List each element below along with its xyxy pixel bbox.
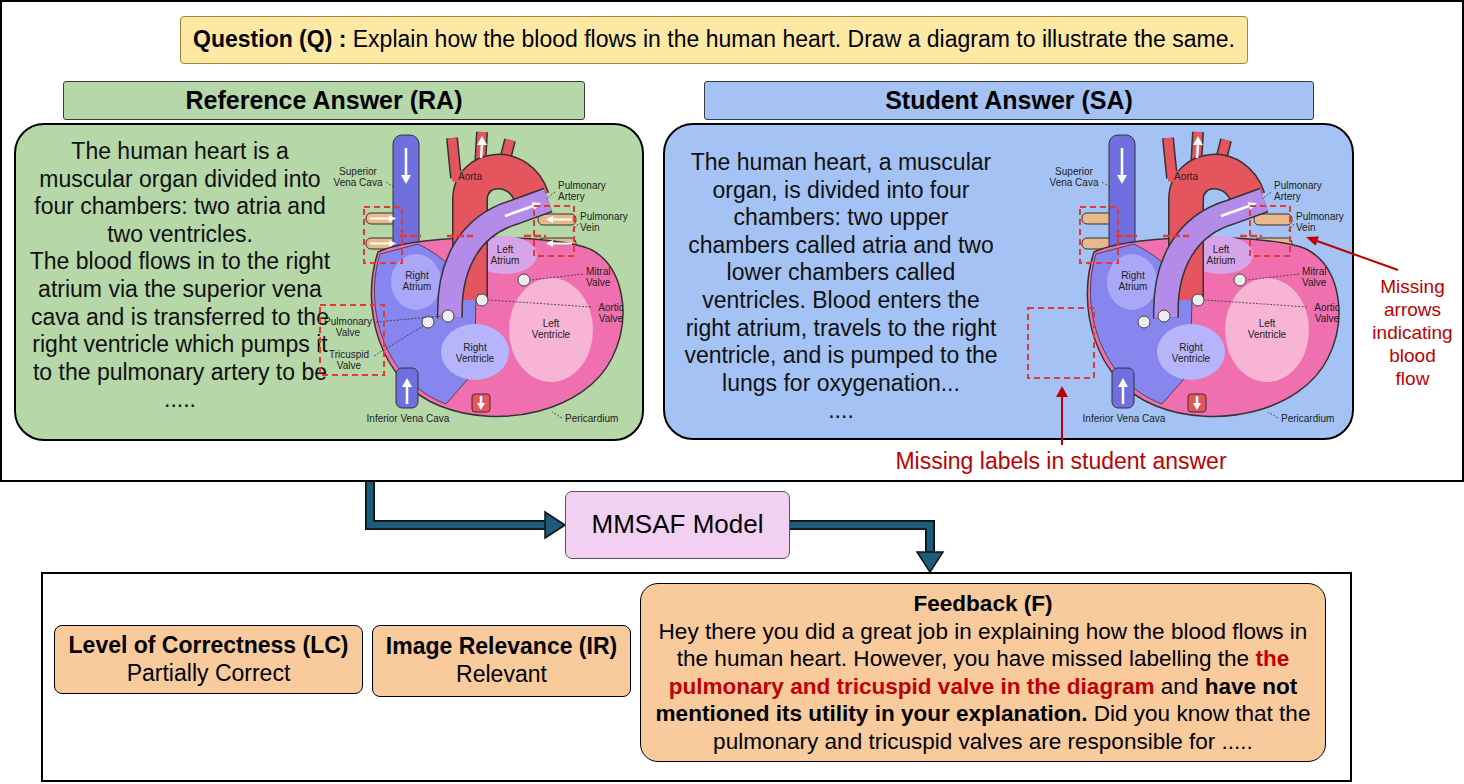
text-group: Reference Answer (RA) (66, 86, 582, 115)
section-header: Student Answer (SA) (704, 81, 1314, 120)
annotation-note: Missing labels in student answer (880, 448, 1242, 474)
question-box: Question (Q) : Explain how the blood flo… (180, 16, 1248, 64)
arrow-shaft (790, 525, 930, 554)
node-text: Feedback (F) (645, 590, 1321, 618)
leader-lines (374, 316, 442, 356)
outer-frame: Question (Q) : Explain how the blood flo… (0, 0, 1464, 482)
text-group: MMSAF Model (570, 509, 785, 540)
feedback-box: Feedback (F)Hey there you did a great jo… (640, 583, 1326, 762)
node-text: Partially Correct (58, 660, 359, 688)
arrow-outline (790, 525, 930, 554)
heart-illustration (1082, 132, 1339, 416)
highlight-marks (1080, 206, 1290, 263)
heart-illustration (366, 132, 623, 416)
flow-arrow (370, 482, 565, 538)
arrow-head (917, 552, 943, 572)
missing-label-box (1028, 308, 1094, 378)
section-header: Reference Answer (RA) (63, 81, 585, 120)
text-group: Feedback (F)Hey there you did a great jo… (645, 590, 1321, 755)
flow-arrow (790, 525, 943, 572)
node-text: Student Answer (SA) (707, 86, 1311, 115)
node-text: The human heart is a muscular organ divi… (24, 138, 336, 248)
node-text: and (1161, 674, 1199, 699)
text-group: Image Relevance (IR)Relevant (376, 633, 627, 688)
text-group: Level of Correctness (LC)Partially Corre… (58, 632, 359, 687)
heart-illustration (330, 128, 635, 438)
dashed-highlight (320, 305, 384, 375)
vein-flow-arrows (370, 215, 572, 247)
answer-panel: The human heart, a muscular organ, is di… (663, 123, 1354, 440)
callout-arrow-head (1306, 236, 1319, 245)
node-text: .... (682, 397, 1000, 425)
arrow-head (545, 512, 565, 538)
result-box: Level of Correctness (LC)Partially Corre… (54, 625, 363, 694)
node-text: Level of Correctness (LC) (58, 632, 359, 660)
text-group: The human heart is a muscular organ divi… (24, 138, 336, 414)
node-text: The blood flows in to the right atrium v… (24, 248, 336, 414)
leader-lines (386, 182, 591, 418)
text-group: Question (Q) : Explain how the blood flo… (185, 26, 1243, 54)
highlight-marks (364, 206, 574, 263)
node-text: MMSAF Model (570, 509, 785, 540)
annotation-note: Missing arrows indicating blood flow (1371, 275, 1454, 390)
callout-arrow-head (1056, 386, 1068, 397)
arrow-shaft (370, 482, 547, 525)
node-text: Explain how the blood flows in the human… (353, 26, 1235, 52)
text-group: The human heart, a muscular organ, is di… (682, 149, 1000, 425)
text-group: Hey there you did a great job in explain… (645, 618, 1321, 756)
result-box: Image Relevance (IR)Relevant (372, 625, 631, 697)
node-text: Relevant (376, 661, 627, 689)
node-text: Reference Answer (RA) (66, 86, 582, 115)
node-text: Question (Q) : (193, 26, 346, 52)
leader-lines (1102, 182, 1307, 418)
arrow-outline (370, 482, 547, 525)
callout-arrow (1317, 241, 1398, 270)
model-box: MMSAF Model (565, 491, 790, 559)
heart-illustration (1046, 128, 1351, 438)
callout-arrow (1061, 396, 1063, 445)
answer-panel: The human heart is a muscular organ divi… (14, 123, 644, 441)
node-text: The human heart, a muscular organ, is di… (682, 149, 1000, 397)
output-frame: Level of Correctness (LC)Partially Corre… (41, 572, 1352, 782)
node-text: Hey there you did a great job in explain… (659, 619, 1308, 672)
text-group: Student Answer (SA) (707, 86, 1311, 115)
node-text: Image Relevance (IR) (376, 633, 627, 661)
